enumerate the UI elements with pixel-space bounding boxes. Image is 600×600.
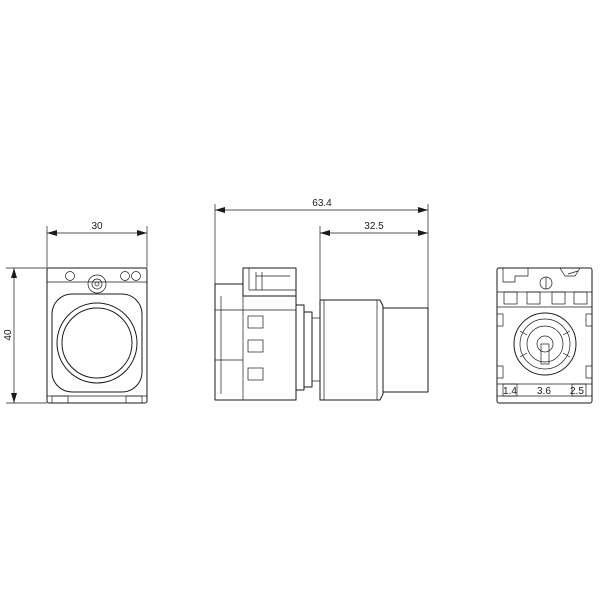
terminal-label-3: 2.5 (570, 386, 584, 397)
front-bezel (51, 293, 143, 393)
side-pocket-1 (247, 315, 264, 329)
side-top-clip (242, 267, 297, 297)
rear-contact-block (513, 312, 577, 376)
side-nut (311, 317, 321, 382)
side-plunger (382, 307, 429, 393)
center-screw-outer (87, 274, 107, 294)
dim-label-side-partial: 32.5 (364, 221, 384, 232)
dimension-front-width: 30 (46, 221, 148, 268)
terminal-label-1: 1.4 (503, 386, 517, 397)
side-pocket-2 (247, 339, 264, 353)
side-flange (295, 304, 305, 391)
mount-hole-right-2 (131, 271, 141, 281)
side-pocket-3 (247, 367, 264, 381)
front-foot-left (51, 395, 69, 404)
push-button-face (61, 307, 133, 379)
rear-body-outline (496, 267, 593, 404)
front-view (46, 267, 148, 404)
front-body-outline (46, 267, 148, 404)
rear-terminal-top-3 (551, 291, 566, 305)
side-view (214, 267, 429, 401)
mount-hole-right-1 (120, 271, 130, 281)
dimension-front-height: 40 (3, 267, 47, 404)
mount-hole-left (65, 271, 75, 281)
side-main-body (214, 283, 297, 401)
rear-view: 1.4 3.6 2.5 (496, 267, 593, 404)
dimension-side-partial: 32.5 (319, 221, 428, 300)
rear-terminal-top-4 (573, 291, 588, 305)
side-flange-2 (303, 311, 313, 388)
front-foot-right (125, 395, 143, 404)
rear-center-hub (536, 335, 554, 353)
terminal-label-2: 3.6 (537, 386, 551, 397)
rear-terminal-top-1 (503, 291, 518, 305)
side-button-head (319, 299, 384, 401)
dim-label-front-width: 30 (91, 221, 103, 232)
dim-label-side-total: 63.4 (312, 198, 332, 209)
rear-terminal-top-2 (526, 291, 541, 305)
dimension-side-total: 63.4 (214, 198, 429, 308)
push-button-outer (56, 302, 138, 384)
center-screw-inner (91, 278, 103, 290)
dim-label-front-height: 40 (3, 329, 14, 341)
